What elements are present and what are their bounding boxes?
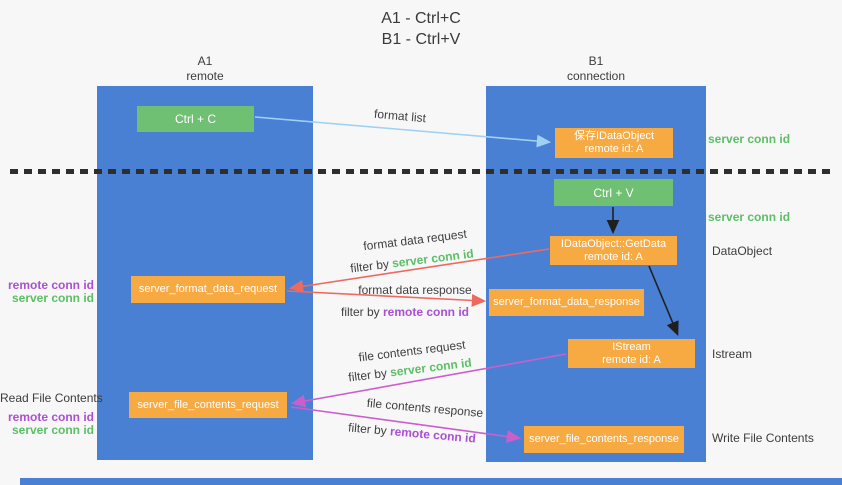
column-a-role: remote — [186, 69, 224, 83]
node-ctrl-c-label: Ctrl + C — [174, 112, 216, 126]
filter-value-4: remote conn id — [389, 424, 477, 446]
column-b-role: connection — [566, 69, 626, 83]
node-server-format-data-request: server_format_data_request — [131, 276, 285, 303]
session-divider-dashed-line — [10, 169, 836, 174]
bottom-bar — [20, 478, 842, 485]
label-server-conn-id-2: server conn id — [11, 423, 94, 437]
label-server-conn-id-top: server conn id — [708, 132, 791, 146]
label-istream: Istream — [712, 347, 753, 361]
label-remote-conn-id-1: remote conn id — [7, 278, 94, 292]
node-ctrl-c: Ctrl + C — [137, 106, 254, 132]
filter-prefix-3: filter by — [347, 365, 391, 385]
filter-prefix-1: filter by — [349, 256, 393, 276]
column-header-b1: B1 connection — [486, 54, 706, 84]
label-format-list: format list — [373, 106, 427, 126]
node-istream: IStream remote id: A — [568, 339, 695, 368]
node-server-format-data-request-label: server_format_data_request — [138, 283, 278, 295]
node-istream-line2: remote id: A — [602, 353, 661, 366]
node-server-file-contents-request: server_file_contents_request — [129, 392, 287, 418]
node-save-idataobject: 保存IDataObject remote id: A — [555, 128, 673, 158]
label-server-conn-id-1: server conn id — [11, 291, 94, 305]
node-save-idataobject-line2: remote id: A — [584, 143, 644, 155]
filter-value-2: remote conn id — [383, 305, 470, 319]
node-getdata-line1: IDataObject::GetData — [560, 237, 667, 250]
node-getdata-line2: remote id: A — [584, 250, 643, 263]
label-read-file-contents: Read File Contents — [0, 391, 103, 405]
node-idataobject-getdata: IDataObject::GetData remote id: A — [550, 236, 677, 265]
node-ctrl-v: Ctrl + V — [554, 179, 673, 206]
label-server-conn-id-mid: server conn id — [708, 210, 791, 224]
node-ctrl-v-label: Ctrl + V — [593, 185, 634, 200]
node-server-format-data-response-label: server_format_data_response — [493, 296, 640, 308]
label-filter-remote-conn-2: filter by remote conn id — [348, 420, 477, 445]
node-server-format-data-response: server_format_data_response — [489, 289, 644, 316]
column-a-id: A1 — [197, 54, 213, 68]
label-format-data-response: format data response — [358, 283, 472, 297]
label-dataobject: DataObject — [712, 244, 773, 258]
title-line-2: B1 - Ctrl+V — [381, 31, 461, 48]
column-b-id: B1 — [588, 54, 604, 68]
title-line-1: A1 - Ctrl+C — [381, 10, 461, 27]
label-remote-conn-id-2: remote conn id — [7, 410, 94, 424]
node-server-file-contents-request-label: server_file_contents_request — [137, 398, 279, 411]
label-filter-remote-conn-1: filter by remote conn id — [341, 305, 469, 319]
label-write-file-contents: Write File Contents — [712, 431, 814, 445]
filter-value-1: server conn id — [391, 246, 475, 271]
node-istream-line1: IStream — [612, 340, 651, 353]
label-file-contents-response: file contents response — [366, 395, 484, 421]
filter-prefix-2: filter by — [340, 305, 383, 319]
node-save-idataobject-line1: 保存IDataObject — [573, 130, 655, 142]
diagram-title: A1 - Ctrl+C B1 - Ctrl+V — [0, 8, 842, 50]
node-server-file-contents-response: server_file_contents_response — [524, 426, 684, 453]
column-header-a1: A1 remote — [97, 54, 313, 84]
filter-prefix-4: filter by — [347, 420, 391, 439]
node-server-file-contents-response-label: server_file_contents_response — [529, 433, 679, 445]
